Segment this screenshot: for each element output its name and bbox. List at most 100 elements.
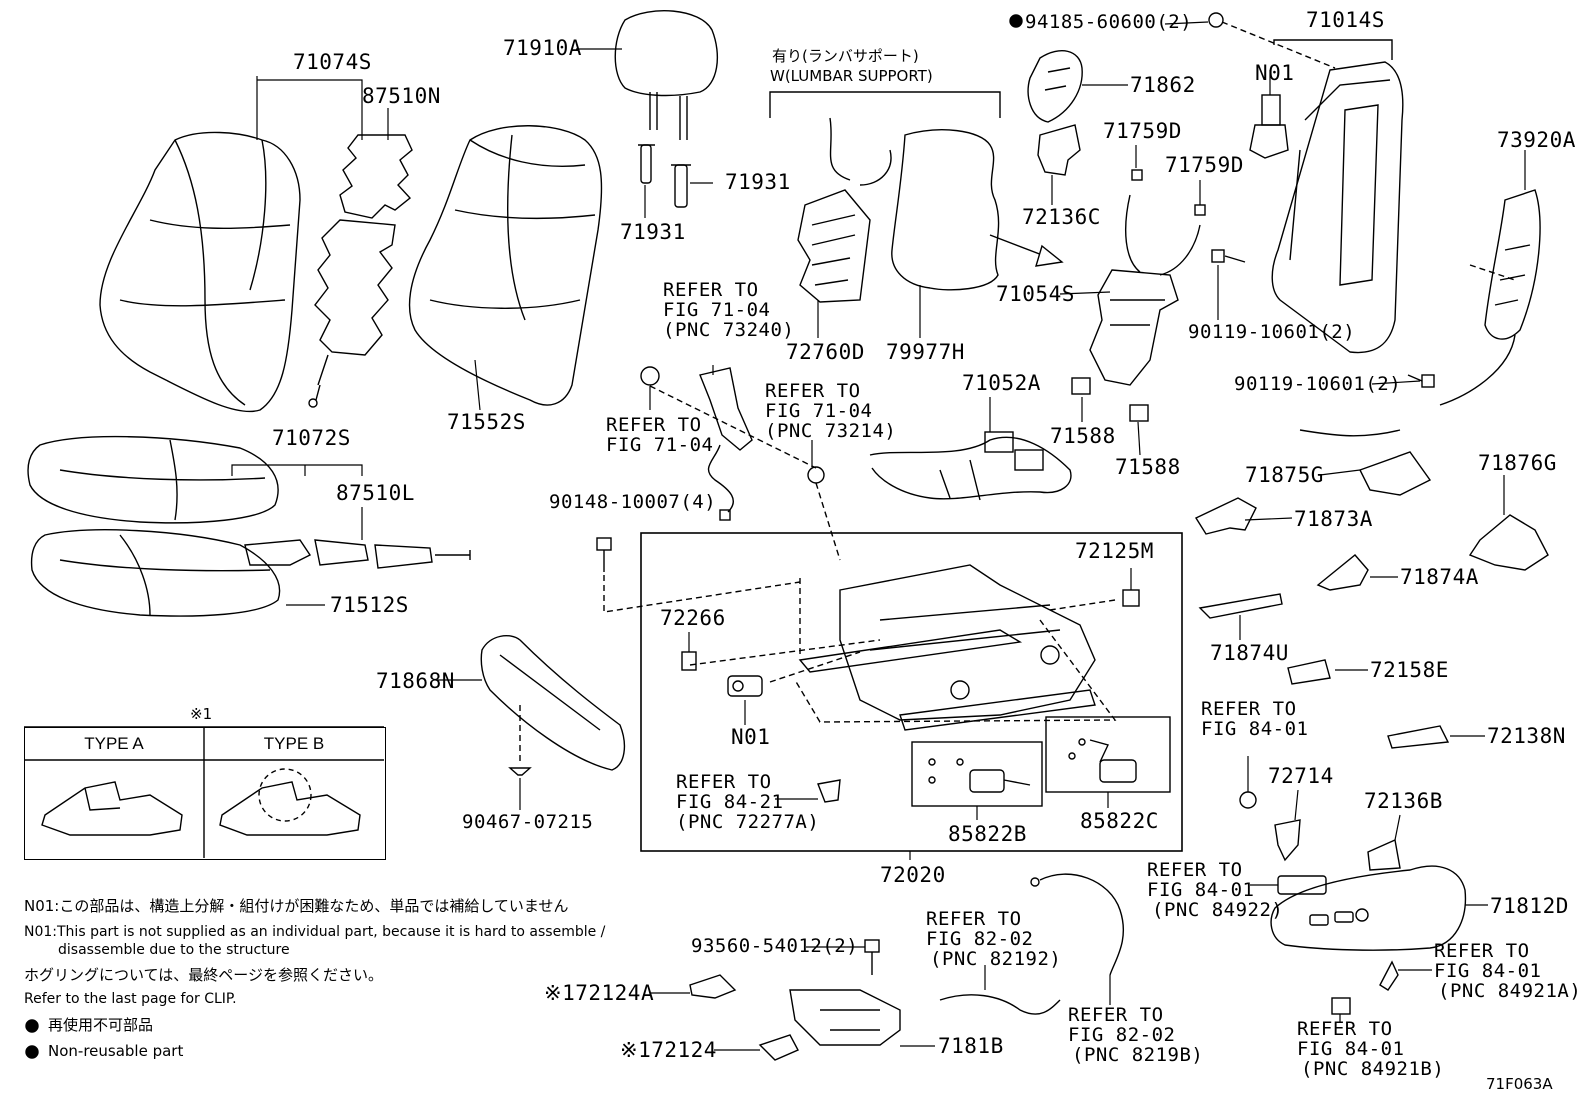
part-label-71931-a: 71931 [620,220,686,244]
part-label-94185: 94185-60600(2) [1025,11,1193,33]
part-label-71875G: 71875G [1245,463,1324,487]
part-label-72158E: 72158E [1370,658,1449,682]
lumbar-header-jp: 有り(ランバサポート) [772,47,919,65]
leader-lines [231,21,1526,1051]
cover-72136C-drawing [1037,124,1081,176]
note-clip-jp: ホグリングについては、最終ページを参照ください。 [24,966,383,984]
typebox-marker: ※1 [190,705,213,723]
part-72158E-drawing [1287,659,1331,685]
part-72124-drawing [758,1034,799,1061]
lumbar-group-bracket [769,91,1001,118]
type-b-label: TYPE B [263,734,325,753]
part-label-71052A: 71052A [962,371,1041,395]
refer-block-1-line2: FIG 71-04 [663,299,771,321]
leader-n01b [769,651,861,683]
switch-84922-drawing [1277,875,1327,895]
part-label-73920A: 73920A [1497,128,1576,152]
cushion-cover-drawing [27,435,279,524]
refer-block-7-line1: REFER TO [926,908,1022,930]
refer-block-5-line2: FIG 84-01 [1201,718,1309,740]
motor-n01-bottom-drawing [727,675,763,697]
part-72124A-drawing [689,974,737,999]
motor-85822C-drawing [1068,738,1137,783]
leader-airbag [1469,264,1516,281]
part-label-90119-a: 90119-10601(2) [1188,321,1356,343]
connector-71588-a-drawing [1071,377,1091,395]
clip-71759D-b-drawing [1194,204,1206,216]
part-label-71588-b: 71588 [1115,455,1181,479]
leader-bolt-90148 [603,575,801,613]
part-71874A-drawing [1316,554,1369,591]
note-n01-en-2: disassemble due to the structure [58,942,290,958]
type-b-drawing [219,768,361,836]
part-71876G-drawing [1468,514,1549,571]
part-label-71873A: 71873A [1294,507,1373,531]
part-label-71910A: 71910A [503,36,582,60]
motor-85822C-box [1045,716,1171,793]
nut-94185-drawing [1208,12,1224,28]
figure-code: 71F063A [1486,1075,1553,1093]
motor-85822B-drawing [928,758,1031,793]
part-label-71876G: 71876G [1478,451,1557,475]
bolt-93560-drawing [864,939,880,975]
part-label-71054S: 71054S [996,282,1075,306]
part-label-71812D: 71812D [1490,894,1569,918]
motor-n01-top-drawing [1249,94,1289,159]
part-label-87510L: 87510L [336,481,415,505]
refer-block-4-line3: (PNC 72277A) [676,811,820,833]
headrest-drawing [614,10,719,140]
seatback-pad-drawing [408,125,603,406]
part-label-71862: 71862 [1130,73,1196,97]
part-label-71074S: 71074S [293,50,372,74]
refer-block-4-line1: REFER TO [676,771,772,793]
type-variant-box [24,727,386,860]
part-label-90148: 90148-10007(4) [549,491,717,513]
bolt-90119b-drawing [1407,374,1435,388]
part-label-n01-bottom: N01 [731,725,771,749]
part-72277A-drawing [817,779,841,803]
part-label-71072S: 71072S [272,426,351,450]
wire-82192-drawing [939,994,1061,1015]
part-label-71868N: 71868N [376,669,455,693]
leader-grommet [815,482,841,561]
refer-block-6-line2: FIG 84-01 [1147,879,1255,901]
nonreuse-dot-94185 [1009,14,1023,28]
leader-72125M [794,599,1117,723]
part-label-71759D-a: 71759D [1103,119,1182,143]
part-label-72266: 72266 [660,606,726,630]
part-label-79977H: 79977H [886,340,965,364]
cover-71862-drawing [1027,50,1083,123]
leader-72266 [689,639,881,666]
refer-block-9-line2: FIG 84-01 [1434,960,1542,982]
refer-block-7-line2: FIG 82-02 [926,928,1034,950]
part-84921B-drawing [1331,997,1351,1015]
seatback-frame-drawing [1271,61,1404,354]
refer-block-6-line1: REFER TO [1147,859,1243,881]
refer-block-8-line1: REFER TO [1068,1004,1164,1026]
refer-block-3-line3: (PNC 73214) [765,420,897,442]
side-airbag-drawing [1439,189,1541,406]
wire-71875G [1299,429,1401,437]
refer-block-8-line3: (PNC 8219B) [1072,1044,1204,1066]
part-label-72714: 72714 [1268,764,1334,788]
legend-dot-en [25,1045,39,1059]
part-71874U-drawing [1198,593,1283,619]
legend-nonreuse-en: Non-reusable part [48,1042,184,1060]
part-72714-drawing [1239,791,1301,862]
part-71875G-drawing [1359,451,1432,496]
part-label-72136B: 72136B [1364,789,1443,813]
wire-end-8219B [1030,877,1040,887]
part-label-72136C: 72136C [1022,205,1101,229]
note-n01-en-1: N01:This part is not supplied as an indi… [24,924,606,940]
refer-block-3-line1: REFER TO [765,380,861,402]
part-84921A-drawing [1379,960,1399,991]
seatback-heater-drawing [308,134,413,408]
refer-block-1-line1: REFER TO [663,279,759,301]
legend-dot-jp [25,1019,39,1033]
refer-block-2-line2: FIG 71-04 [606,434,714,456]
refer-block-9-line3: (PNC 84921A) [1438,980,1582,1002]
direction-arrow [989,234,1064,267]
part-label-72020: 72020 [880,863,946,887]
